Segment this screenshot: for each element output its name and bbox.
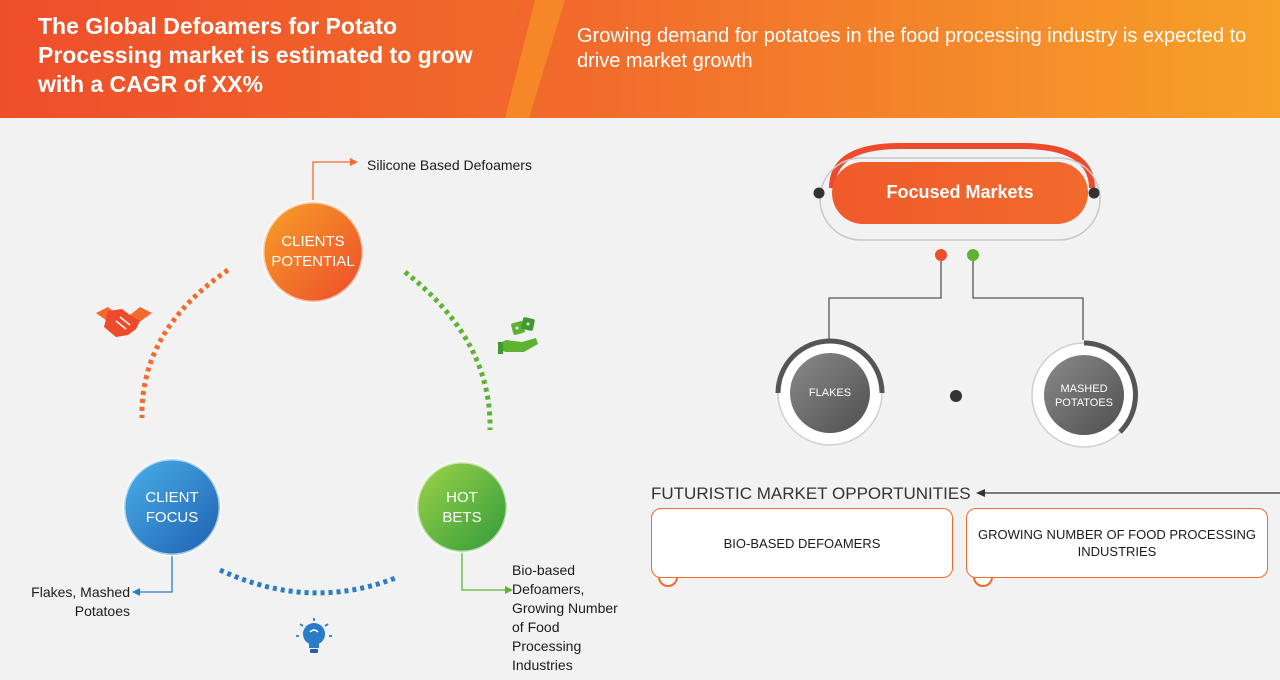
opportunity-text-2: GROWING NUMBER OF FOOD PROCESSING INDUST… <box>977 527 1257 559</box>
hot-bets-note-line: of Food <box>512 619 560 635</box>
hot-bets-note-line: Processing <box>512 638 582 654</box>
hot-bets-note-line: Bio-based <box>512 562 576 578</box>
arc-orange <box>139 267 230 419</box>
pill-fill <box>832 162 1088 224</box>
opportunity-box-2: GROWING NUMBER OF FOOD PROCESSING INDUST… <box>966 508 1268 578</box>
client-focus-line1: CLIENT <box>145 489 199 506</box>
hot-bets-note-line: Growing Number <box>512 600 618 616</box>
mashed-circle <box>1044 355 1124 435</box>
flakes-ring-arc <box>775 338 885 394</box>
client-focus-label: CLIENT FOCUS <box>124 488 220 528</box>
connector-clientfocus <box>140 548 173 593</box>
arc-green <box>403 270 493 431</box>
client-focus-note-line: Potatoes <box>74 603 130 619</box>
lightbulb-icon <box>296 618 332 653</box>
mashed-ring-arc <box>1083 340 1138 434</box>
opportunity-box-1: BIO-BASED DEFOAMERS <box>651 508 953 578</box>
client-focus-circle <box>124 459 220 555</box>
hot-bets-note-line: Defoamers, <box>512 581 585 597</box>
clients-potential-note: Silicone Based Defoamers <box>367 157 532 173</box>
client-focus-note: Flakes, Mashed Potatoes <box>20 583 130 621</box>
header-banner: The Global Defoamers for Potato Processi… <box>0 0 1280 118</box>
clients-potential-line1: CLIENTS <box>281 233 345 250</box>
header-left-panel <box>0 0 520 118</box>
mashed-line1: MASHED <box>1060 383 1108 395</box>
hot-bets-circle <box>417 462 507 552</box>
header-title: The Global Defoamers for Potato Processi… <box>38 13 473 97</box>
dice-hand-icon <box>498 317 538 354</box>
connector-clients <box>312 161 350 200</box>
opportunity-text-1: BIO-BASED DEFOAMERS <box>723 535 881 551</box>
focused-markets-title: Focused Markets <box>886 182 1034 202</box>
arc-blue <box>218 567 399 596</box>
mashed-potatoes-label: MASHED POTATOES <box>1044 382 1124 410</box>
clients-potential-circle <box>263 202 363 302</box>
tree-dot-green <box>967 249 979 261</box>
clients-potential-line2: POTENTIAL <box>271 253 355 270</box>
pill-outline <box>819 157 1101 241</box>
futuristic-title: FUTURISTIC MARKET OPPORTUNITIES <box>651 484 971 503</box>
hot-bets-note: Bio-based Defoamers, Growing Number of F… <box>512 561 642 675</box>
tree-dot-red <box>935 249 947 261</box>
clients-potential-label: CLIENTS POTENTIAL <box>263 232 363 272</box>
pill-dot-left <box>813 187 825 199</box>
hot-bets-line2: BETS <box>442 509 482 526</box>
header-subtitle: Growing demand for potatoes in the food … <box>577 25 1247 72</box>
connector-hotbets <box>461 548 505 591</box>
pill-dot-right <box>1088 187 1100 199</box>
hot-bets-line1: HOT <box>446 489 478 506</box>
flakes-label: FLAKES <box>808 387 852 399</box>
client-focus-line2: FOCUS <box>145 509 199 526</box>
client-focus-note-line: Flakes, Mashed <box>31 584 130 600</box>
hot-bets-note-line: Industries <box>512 657 573 673</box>
flakes-circle <box>790 353 870 433</box>
hot-bets-label: HOT BETS <box>417 488 507 528</box>
pill-arc-top <box>829 143 1095 189</box>
handshake-icon <box>96 307 152 337</box>
mashed-line2: POTATOES <box>1054 397 1114 409</box>
center-dot <box>950 390 962 402</box>
